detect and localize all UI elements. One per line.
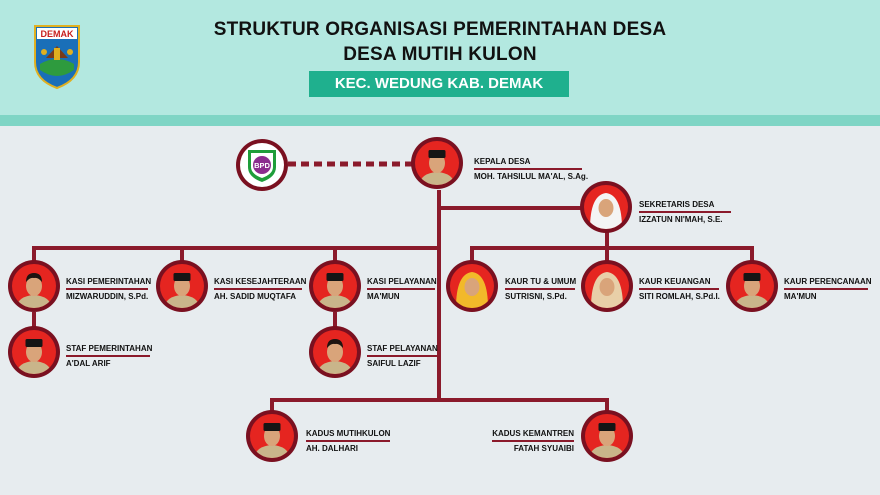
role-text: STAF PELAYANAN (367, 344, 438, 357)
role-text: KEPALA DESA (474, 157, 582, 170)
name-text: AH. SADID MUQTAFA (214, 292, 297, 301)
label-staf-pelayanan: STAF PELAYANAN SAIFUL LAZIF (367, 344, 438, 369)
label-kasi-pelayanan: KASI PELAYANAN MA'MUN (367, 277, 437, 302)
demak-logo: DEMAK (32, 24, 82, 90)
bpd-shield-icon: BPD (248, 150, 276, 182)
label-staf-pemerintahan: STAF PEMERINTAHAN A'DAL ARIF (66, 344, 152, 369)
portrait-icon (317, 273, 353, 308)
name-text: MA'MUN (784, 292, 817, 301)
name-text: SITI ROMLAH, S.Pd.I. (639, 292, 720, 301)
avatar-kaur-perencanaan (726, 260, 778, 312)
role-text: KAUR TU & UMUM (505, 277, 576, 290)
subtitle-badge: KEC. WEDUNG KAB. DEMAK (309, 71, 569, 97)
name-text: MA'MUN (367, 292, 400, 301)
role-text: KAUR PERENCANAAN (784, 277, 872, 290)
demak-emblem-icon: DEMAK (34, 25, 80, 90)
logo-text: DEMAK (41, 29, 74, 39)
portrait-icon (589, 423, 625, 458)
portrait-icon (734, 273, 770, 308)
name-text: A'DAL ARIF (66, 359, 111, 368)
label-kaur-perencanaan: KAUR PERENCANAAN MA'MUN (784, 277, 872, 302)
role-text: SEKRETARIS DESA (639, 200, 731, 213)
portrait-icon (419, 150, 455, 185)
portrait-icon (254, 423, 290, 458)
name-text: SUTRISNI, S.Pd. (505, 292, 567, 301)
portrait-icon (456, 272, 488, 308)
label-kepala-desa: KEPALA DESA MOH. TAHSILUL MA'AL, S.Ag. (474, 157, 589, 182)
avatar-kepala-desa (411, 137, 463, 189)
avatar-kadus-kemantren (581, 410, 633, 462)
avatar-kasi-pemerintahan (8, 260, 60, 312)
role-text: STAF PEMERINTAHAN (66, 344, 152, 357)
label-kaur-keuangan: KAUR KEUANGAN SITI ROMLAH, S.Pd.I. (639, 277, 720, 302)
role-text: KADUS KEMANTREN (492, 429, 574, 442)
name-text: SAIFUL LAZIF (367, 359, 421, 368)
label-kadus-kemantren: KADUS KEMANTREN FATAH SYUAIBI (492, 429, 574, 454)
bpd-emblem: BPD (236, 139, 288, 191)
avatar-sekretaris-desa (580, 181, 632, 233)
avatar-kadus-mutihkulon (246, 410, 298, 462)
avatar-kaur-tu-umum (446, 260, 498, 312)
page-title: STRUKTUR ORGANISASI PEMERINTAHAN DESA (213, 19, 667, 40)
avatar-staf-pemerintahan (8, 326, 60, 378)
name-text: FATAH SYUAIBI (513, 444, 574, 453)
bpd-text: BPD (254, 161, 270, 170)
portrait-icon (591, 272, 623, 308)
avatar-kaur-keuangan (581, 260, 633, 312)
village-title: DESA MUTIH KULON (343, 44, 537, 65)
name-text: AH. DALHARI (306, 444, 358, 453)
portrait-icon (16, 273, 52, 308)
portrait-icon (16, 339, 52, 374)
name-text: MIZWARUDDIN, S.Pd. (66, 292, 149, 301)
label-kaur-tu-umum: KAUR TU & UMUM SUTRISNI, S.Pd. (505, 277, 576, 302)
label-kasi-pemerintahan: KASI PEMERINTAHAN MIZWARUDDIN, S.Pd. (66, 277, 151, 302)
role-text: KASI KESEJAHTERAAN (214, 277, 306, 290)
avatar-kasi-pelayanan (309, 260, 361, 312)
role-text: KASI PEMERINTAHAN (66, 277, 151, 290)
label-sekretaris-desa: SEKRETARIS DESA IZZATUN NI'MAH, S.E. (639, 200, 731, 225)
portrait-icon (317, 339, 353, 374)
label-kasi-kesejahteraan: KASI KESEJAHTERAAN AH. SADID MUQTAFA (214, 277, 306, 302)
header-band (0, 115, 880, 126)
label-kadus-mutihkulon: KADUS MUTIHKULON AH. DALHARI (306, 429, 390, 454)
avatar-kasi-kesejahteraan (156, 260, 208, 312)
name-text: MOH. TAHSILUL MA'AL, S.Ag. (474, 172, 589, 181)
portrait-icon (590, 193, 622, 229)
name-text: IZZATUN NI'MAH, S.E. (639, 215, 723, 224)
portrait-icon (164, 273, 200, 308)
role-text: KASI PELAYANAN (367, 277, 437, 290)
role-text: KAUR KEUANGAN (639, 277, 719, 290)
avatar-staf-pelayanan (309, 326, 361, 378)
role-text: KADUS MUTIHKULON (306, 429, 390, 442)
